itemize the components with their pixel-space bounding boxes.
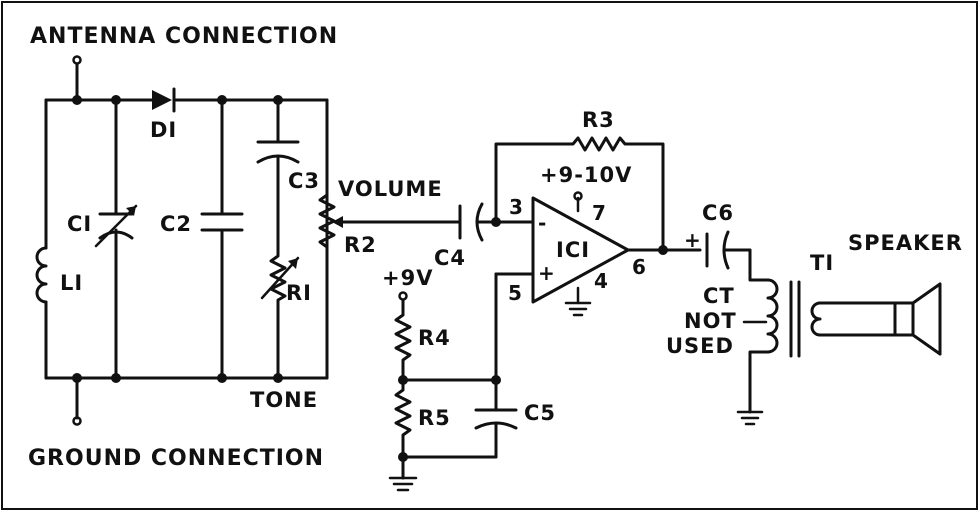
diode-d1	[152, 87, 176, 113]
speaker-icon	[893, 282, 942, 356]
label-antenna: ANTENNA CONNECTION	[30, 24, 338, 49]
transformer-t1	[742, 248, 897, 414]
label-c2: C2	[160, 212, 192, 236]
label-c3: C3	[288, 169, 320, 193]
label-c5: C5	[524, 401, 556, 425]
pin-inverting: -	[538, 211, 547, 235]
label-r1: RI	[286, 281, 312, 305]
inductor-l1	[35, 98, 48, 380]
capacitor-c3	[256, 98, 300, 252]
ground-icon-bias	[388, 476, 418, 492]
label-c1: CI	[67, 212, 92, 236]
label-used: USED	[666, 334, 734, 358]
label-c4: C4	[434, 246, 466, 270]
pin-6: 6	[632, 255, 647, 279]
label-tone: TONE	[250, 388, 318, 412]
pin-5: 5	[508, 281, 523, 305]
label-not: NOT	[684, 309, 737, 333]
opamp-ic1	[494, 191, 702, 305]
label-l1: LI	[60, 271, 83, 295]
label-c6: C6	[702, 201, 734, 225]
label-d1: DI	[150, 118, 177, 142]
ground-icon-transformer	[736, 410, 764, 426]
potentiometer-r2	[318, 193, 462, 249]
variable-resistor-r1	[260, 248, 300, 380]
variable-capacitor-c1	[94, 98, 138, 380]
label-r5: R5	[418, 406, 451, 430]
label-r2: R2	[344, 233, 377, 257]
label-plus9v: +9V	[382, 266, 433, 290]
label-speaker: SPEAKER	[848, 231, 963, 255]
antenna-terminal	[72, 55, 82, 102]
label-ic1: ICI	[556, 238, 590, 262]
capacitor-c2	[200, 98, 244, 380]
capacitor-c6	[705, 230, 752, 270]
pin-noninverting: +	[538, 261, 556, 285]
label-ct: CT	[703, 284, 735, 308]
label-t1: TI	[810, 251, 834, 275]
pin-4: 4	[594, 269, 609, 293]
pin-3: 3	[509, 195, 524, 219]
feedback-resistor-r3	[494, 136, 665, 252]
label-r4: R4	[418, 326, 451, 350]
capacitor-c4	[458, 202, 498, 242]
label-volume: VOLUME	[338, 177, 443, 201]
ground-terminal	[72, 376, 82, 426]
label-supply-ic: +9-10V	[540, 163, 632, 187]
pin-7: 7	[592, 201, 607, 225]
c6-polarity: +	[684, 228, 702, 252]
label-ground: GROUND CONNECTION	[28, 446, 324, 471]
ground-icon-ic1	[564, 301, 592, 317]
label-r3: R3	[582, 108, 615, 132]
bias-network	[394, 272, 535, 480]
